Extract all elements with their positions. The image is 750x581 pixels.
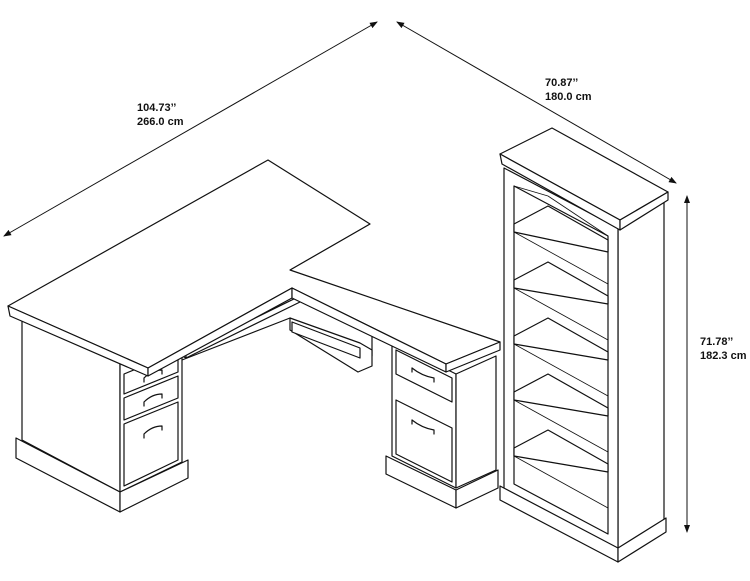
bookcase-shelf-2 (513, 261, 609, 341)
left-file-drawer[interactable] (123, 401, 179, 487)
bookcase-shelf-4 (513, 373, 609, 453)
bookcase-shelf-1 (513, 205, 609, 285)
right-file-drawer[interactable] (395, 399, 453, 483)
depth-metric-label: 180.0 cm (545, 91, 592, 103)
bookcase (499, 127, 669, 563)
bookcase-shelf-3 (513, 317, 609, 397)
length-imperial-label: 104.73’’ (137, 102, 176, 114)
dimension-depth-line (396, 21, 677, 184)
height-imperial-label: 71.78’’ (700, 336, 733, 348)
height-metric-label: 182.3 cm (700, 350, 747, 362)
bookcase-shelf-5 (513, 429, 609, 509)
right-drawer-1[interactable] (395, 349, 453, 403)
left-drawer-2[interactable] (123, 375, 179, 421)
bookcase-side-panel (617, 197, 665, 557)
length-metric-label: 266.0 cm (137, 116, 184, 128)
right-pedestal (385, 341, 499, 509)
depth-imperial-label: 70.87’’ (545, 77, 578, 89)
dimension-length-line (3, 21, 378, 237)
left-pedestal (15, 319, 189, 513)
l-shaped-desk (7, 159, 501, 513)
desk-top (7, 159, 501, 377)
